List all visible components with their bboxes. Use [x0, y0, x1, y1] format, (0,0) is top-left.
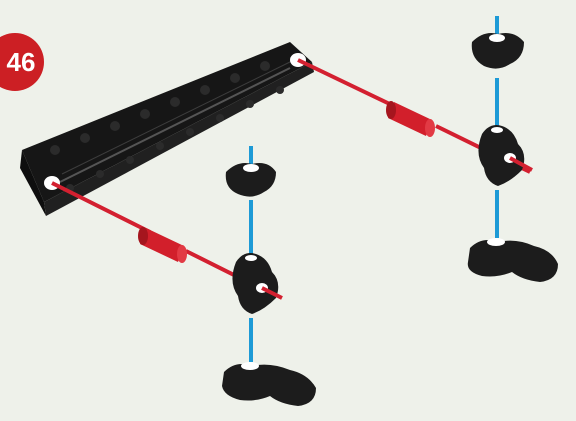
left-guide-line-a [52, 183, 150, 232]
right-guide-line-a [298, 60, 398, 108]
left-center-joint [232, 253, 278, 314]
right-bottom-dogbone [468, 238, 558, 282]
right-center-joint [478, 125, 524, 186]
step-number: 46 [0, 47, 35, 78]
left-bottom-dogbone [222, 362, 316, 406]
left-top-anchor-pin [226, 163, 276, 197]
right-axle-connector [386, 101, 435, 137]
right-top-anchor-pin [472, 33, 524, 69]
left-axle-connector [138, 227, 187, 263]
